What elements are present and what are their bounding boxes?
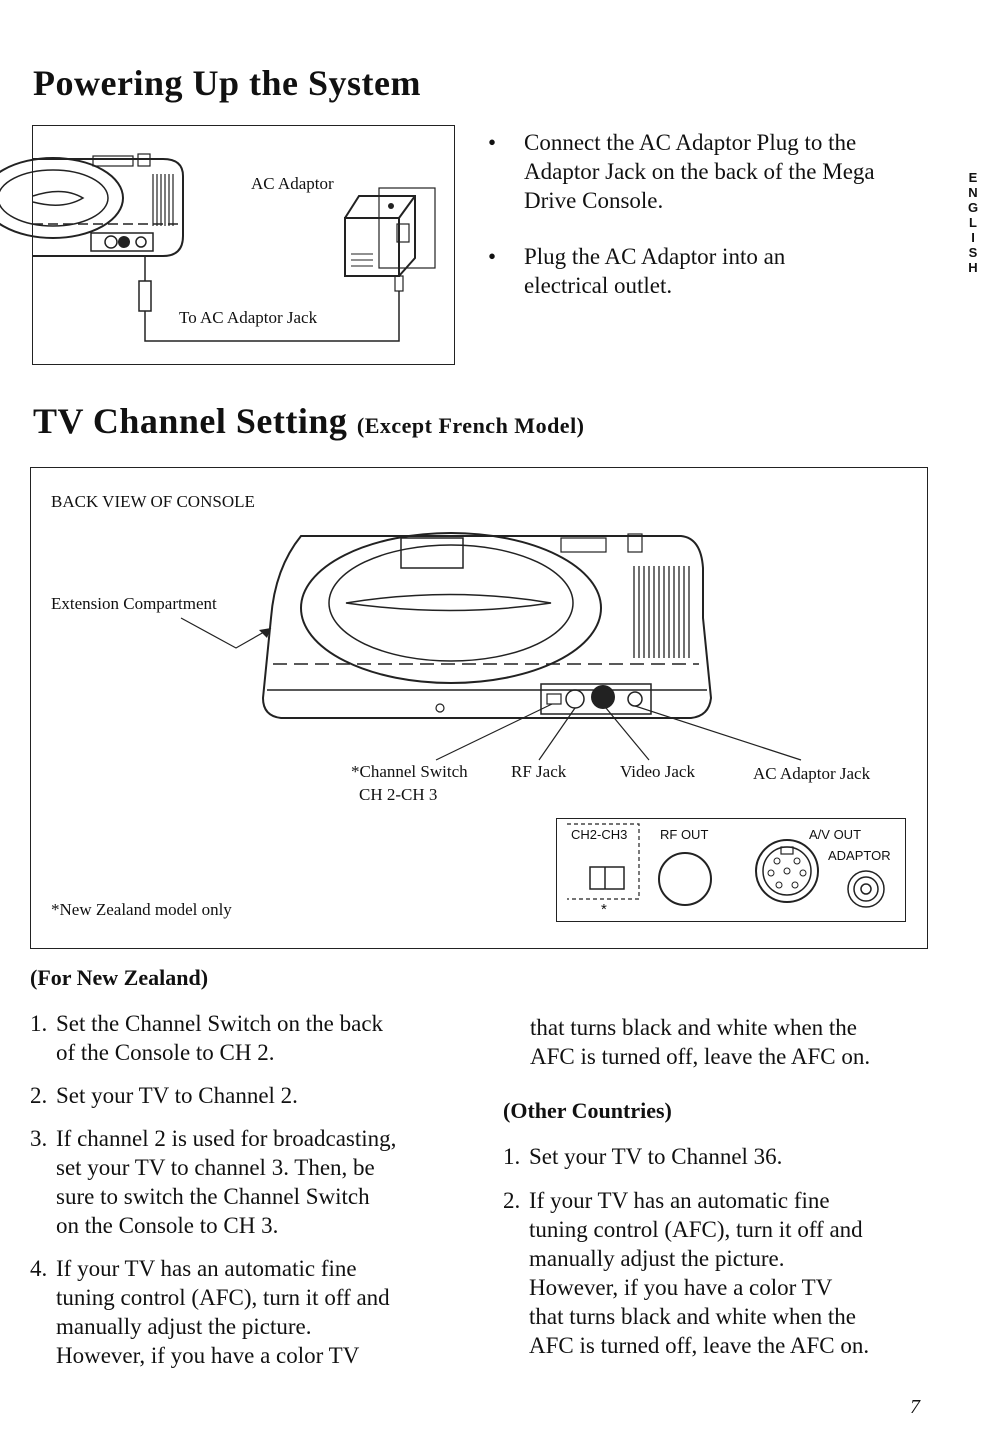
step-line: However, if you have a color TV (56, 1343, 360, 1368)
label-extension-compartment: Extension Compartment (51, 594, 217, 613)
heading-other-countries: (Other Countries) (503, 1098, 672, 1123)
step-line: manually adjust the picture. (56, 1314, 312, 1339)
language-side-tab: E N G L I S H (965, 170, 981, 275)
page-number: 7 (910, 1396, 920, 1418)
step-line: tuning control (AFC), turn it off and (56, 1285, 390, 1310)
step-number: 4. (30, 1256, 48, 1281)
step-line: If channel 2 is used for broadcasting, (56, 1126, 397, 1151)
step-line: However, if you have a color TV (529, 1275, 833, 1300)
side-tab-letter: E (968, 170, 978, 185)
back-view-figure: BACK VIEW OF CONSOLE Extension Compartme… (30, 467, 928, 949)
step-line: Set the Channel Switch on the back (56, 1011, 384, 1036)
step-line: that turns black and white when the (529, 1304, 857, 1329)
section-title-powering-up: Powering Up the System (33, 63, 421, 103)
side-tab-letter: L (969, 215, 977, 230)
bullet-dot: • (488, 244, 497, 269)
panel-adaptor-label: ADAPTOR (828, 848, 891, 863)
panel-ch-label: CH2-CH3 (571, 827, 628, 842)
ac-adaptor-figure: AC Adaptor To AC Adaptor Jack (0, 125, 455, 365)
step-number: 3. (30, 1126, 48, 1151)
label-rf-jack: RF Jack (511, 762, 567, 781)
step-line: Set your TV to Channel 36. (529, 1144, 783, 1169)
section-title-tv-channel: TV Channel Setting (Except French Model) (33, 400, 585, 442)
side-tab-letter: G (967, 200, 979, 215)
bullet-dot: • (488, 130, 497, 155)
label-back-view: BACK VIEW OF CONSOLE (51, 492, 255, 511)
label-video-jack: Video Jack (620, 762, 695, 781)
label-nz-model-only: *New Zealand model only (51, 900, 232, 919)
step-number: 1. (30, 1011, 48, 1036)
bullet-line: electrical outlet. (524, 273, 673, 298)
step-line: sure to switch the Channel Switch (56, 1184, 370, 1209)
panel-av-out-label: A/V OUT (809, 827, 862, 842)
step-line: that turns black and white when the (530, 1015, 858, 1040)
bullet-line: Connect the AC Adaptor Plug to the (524, 130, 857, 155)
bullet-line: Drive Console. (524, 188, 664, 213)
label-ac-adaptor: AC Adaptor (251, 174, 334, 193)
label-channel-switch: *Channel Switch (351, 762, 468, 781)
side-tab-letter: I (971, 230, 975, 245)
step-line: set your TV to channel 3. Then, be (56, 1155, 375, 1180)
step-number: 2. (503, 1188, 521, 1213)
label-channel-range: CH 2-CH 3 (359, 785, 438, 804)
step-line: If your TV has an automatic fine (529, 1188, 830, 1213)
side-tab-letter: N (968, 185, 978, 200)
step-number: 2. (30, 1083, 48, 1108)
bullet-line: Adaptor Jack on the back of the Mega (524, 159, 875, 184)
label-to-ac-adaptor-jack: To AC Adaptor Jack (179, 308, 318, 327)
title-main: TV Channel Setting (33, 401, 348, 441)
rear-panel-graphic (567, 823, 885, 908)
panel-asterisk: * (601, 901, 607, 918)
step-line: manually adjust the picture. (529, 1246, 785, 1271)
title-suffix: (Except French Model) (356, 413, 585, 438)
step-line: of the Console to CH 2. (56, 1040, 275, 1065)
side-tab-letter: S (968, 245, 978, 260)
panel-rf-out-label: RF OUT (660, 827, 709, 842)
step-line: AFC is turned off, leave the AFC on. (529, 1333, 870, 1358)
bullet-line: Plug the AC Adaptor into an (524, 244, 786, 269)
console-back-illustration (180, 532, 802, 761)
rear-panel-detail: CH2-CH3 RF OUT A/V OUT ADAPTOR * (556, 818, 906, 922)
step-line: If your TV has an automatic fine (56, 1256, 357, 1281)
console-adaptor-illustration (0, 153, 436, 342)
step-number: 1. (503, 1144, 521, 1169)
side-tab-letter: H (968, 260, 978, 275)
step-line: on the Console to CH 3. (56, 1213, 279, 1238)
step-line: tuning control (AFC), turn it off and (529, 1217, 863, 1242)
step-line: AFC is turned off, leave the AFC on. (530, 1044, 871, 1069)
heading-new-zealand: (For New Zealand) (30, 965, 209, 990)
step-line: Set your TV to Channel 2. (56, 1083, 298, 1108)
label-ac-adaptor-jack: AC Adaptor Jack (753, 764, 871, 783)
